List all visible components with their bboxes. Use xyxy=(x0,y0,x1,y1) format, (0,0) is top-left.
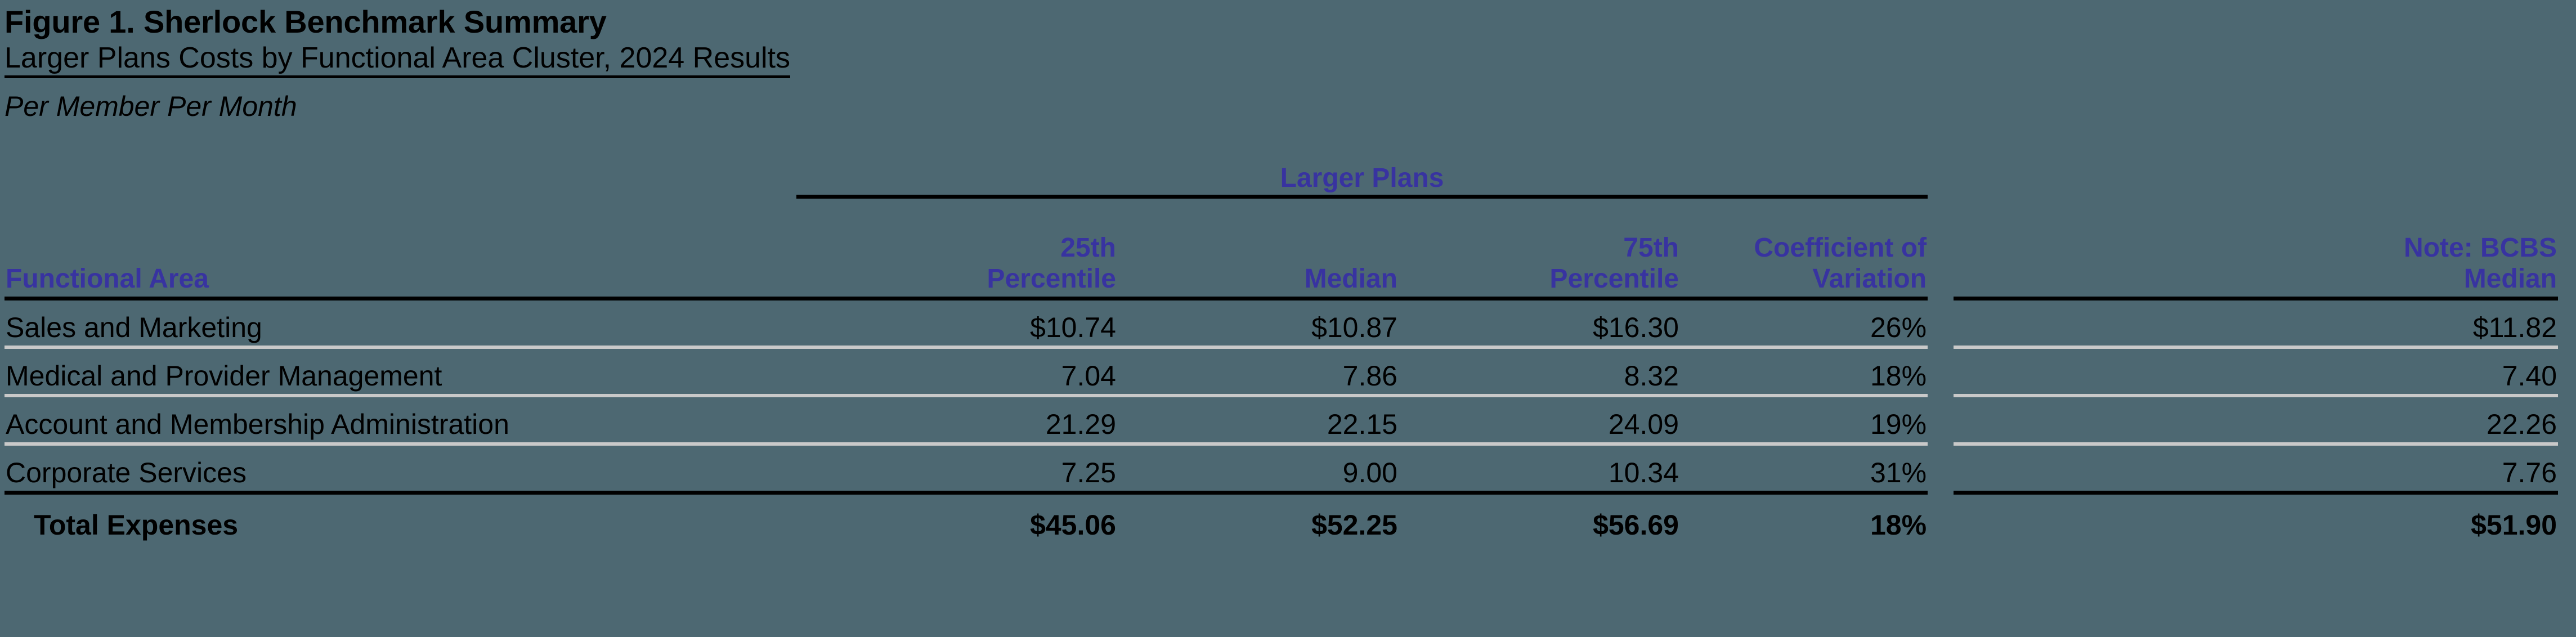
cell-p25: $10.74 xyxy=(796,298,1117,349)
spanner-empty-rowhead xyxy=(5,163,796,197)
figure-subtitle: Larger Plans Costs by Functional Area Cl… xyxy=(5,42,791,78)
cell-median: 9.00 xyxy=(1117,444,1399,495)
figure-title: Figure 1. Sherlock Benchmark Summary xyxy=(5,4,607,39)
header-column-gap xyxy=(1928,197,1954,299)
table-total-row[interactable]: Total Expenses $45.06 $52.25 $56.69 18% … xyxy=(5,493,2558,544)
column-header-functional-area[interactable]: Functional Area xyxy=(5,196,796,300)
column-header-line1: Coefficient of xyxy=(1754,233,1927,263)
cell-cov: 18% xyxy=(1680,347,1928,397)
table-row[interactable]: Corporate Services 7.25 9.00 10.34 31% 7… xyxy=(5,444,2559,495)
spanner-gap xyxy=(1928,163,1954,197)
cell-gap xyxy=(1928,444,1954,493)
cell-p25: 7.25 xyxy=(796,444,1117,495)
total-cell-gap xyxy=(1928,493,1954,544)
total-cell-p25: $45.06 xyxy=(1030,509,1116,541)
total-cell-p75: $56.69 xyxy=(1593,509,1679,541)
cell-gap xyxy=(1928,347,1954,396)
column-header-75th-percentile[interactable]: 75th Percentile xyxy=(1399,196,1680,300)
figure-header-block: Figure 1. Sherlock Benchmark Summary Lar… xyxy=(5,2,2571,128)
row-label-total-expenses: Total Expenses xyxy=(34,509,239,541)
figure-subtitle-row: Larger Plans Costs by Functional Area Cl… xyxy=(5,42,2571,85)
cell-bcbs-median: $11.82 xyxy=(1954,298,2559,349)
cell-p75: 10.34 xyxy=(1399,444,1680,495)
column-header-line1: Note: BCBS xyxy=(2404,233,2557,263)
table-body: Sales and Marketing $10.74 $10.87 $16.30… xyxy=(5,298,2559,544)
cell-p75: 8.32 xyxy=(1399,347,1680,397)
cell-cov: 26% xyxy=(1680,298,1928,349)
table-spanner-row: Larger Plans xyxy=(5,163,2558,199)
column-header-line2: Variation xyxy=(1812,264,1927,294)
cell-cov: 31% xyxy=(1680,444,1928,495)
total-cell-median: $52.25 xyxy=(1311,509,1397,541)
total-cell-cov: 18% xyxy=(1870,509,1927,541)
cell-gap xyxy=(1928,396,1954,444)
table-row[interactable]: Sales and Marketing $10.74 $10.87 $16.30… xyxy=(5,298,2559,349)
cell-median: 22.15 xyxy=(1117,396,1399,446)
cell-p25: 7.04 xyxy=(796,347,1117,397)
column-header-line2: Percentile xyxy=(1549,264,1679,294)
column-header-line1: 25th xyxy=(1060,233,1116,263)
cell-p75: $16.30 xyxy=(1399,298,1680,349)
row-label-corporate-services: Corporate Services xyxy=(5,444,796,495)
column-header-line2: Median xyxy=(1304,264,1397,294)
cell-bcbs-median: 22.26 xyxy=(1954,396,2559,446)
column-header-line2: Percentile xyxy=(987,264,1116,294)
cell-cov: 19% xyxy=(1680,396,1928,446)
table-row[interactable]: Medical and Provider Management 7.04 7.8… xyxy=(5,347,2559,397)
benchmark-table: Larger Plans Functional Area 25th Percen… xyxy=(5,163,2559,544)
cell-median: $10.87 xyxy=(1117,298,1399,349)
spanner-empty-bcbs xyxy=(1954,163,2558,197)
column-group-larger-plans: Larger Plans xyxy=(796,163,1928,199)
figure-unit-note: Per Member Per Month xyxy=(5,91,297,122)
row-label-medical-and-provider-management: Medical and Provider Management xyxy=(5,347,796,397)
column-header-bcbs-median[interactable]: Note: BCBS Median xyxy=(1954,196,2559,300)
column-header-line2: Median xyxy=(2463,264,2557,294)
column-header-coefficient-of-variation[interactable]: Coefficient of Variation xyxy=(1680,196,1928,300)
column-header-line1: 75th xyxy=(1623,233,1679,263)
table-row[interactable]: Account and Membership Administration 21… xyxy=(5,396,2559,446)
column-header-25th-percentile[interactable]: 25th Percentile xyxy=(796,196,1117,300)
cell-bcbs-median: 7.40 xyxy=(1954,347,2559,397)
cell-p25: 21.29 xyxy=(796,396,1117,446)
cell-bcbs-median: 7.76 xyxy=(1954,444,2559,495)
total-cell-bcbs-median: $51.90 xyxy=(2471,509,2557,541)
cell-gap xyxy=(1928,299,1954,348)
column-header-median[interactable]: Median xyxy=(1117,196,1399,300)
cell-median: 7.86 xyxy=(1117,347,1399,397)
table-header-row: Functional Area 25th Percentile Median 7… xyxy=(5,196,2559,300)
row-label-sales-and-marketing: Sales and Marketing xyxy=(5,298,796,349)
row-label-account-and-membership-administration: Account and Membership Administration xyxy=(5,396,796,446)
cell-p75: 24.09 xyxy=(1399,396,1680,446)
